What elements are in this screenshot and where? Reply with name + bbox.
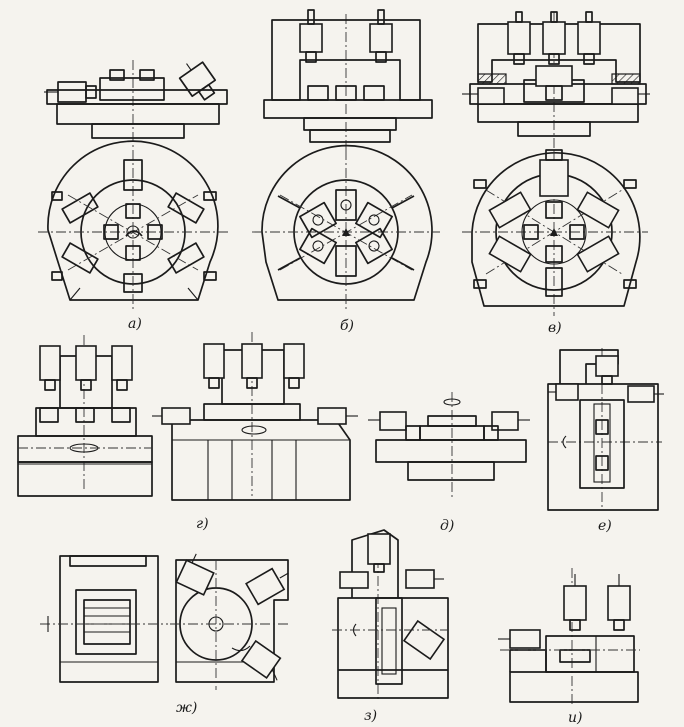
- panel-d-machine: [368, 392, 530, 498]
- panel-b-right-spindle: [369, 9, 393, 63]
- panel-i-machine: [498, 568, 640, 706]
- panel-b-side-view: [263, 9, 433, 150]
- panel-v-plan-view: [462, 149, 648, 316]
- panel-g-right-machine: [152, 332, 358, 501]
- panel-zh-front-view: [40, 555, 168, 683]
- label-i: и): [568, 710, 582, 726]
- label-e: е): [598, 518, 612, 534]
- label-zh: ж): [176, 700, 197, 716]
- label-d: д): [440, 518, 454, 534]
- panel-b-plan-view: [252, 144, 440, 312]
- label-a: а): [128, 316, 142, 332]
- panel-e-machine: [547, 348, 664, 511]
- panel-g-left-machine: [17, 335, 153, 497]
- panel-a-left-spindle-unit: [44, 81, 97, 103]
- panel-a-side-view: [44, 60, 228, 150]
- label-g: г): [196, 516, 209, 532]
- panel-z-machine: [332, 529, 449, 702]
- panel-v-spindle-2: [542, 11, 566, 65]
- panel-v-right-horizontal-spindle: [611, 87, 650, 105]
- label-z: з): [364, 708, 377, 724]
- label-v: в): [548, 320, 562, 336]
- panel-b-left-spindle: [299, 9, 323, 63]
- panel-a-plan-view: [38, 140, 228, 312]
- panel-v-left-horizontal-spindle: [462, 87, 505, 105]
- panel-a-angled-spindle-unit: [178, 61, 217, 101]
- panel-v-spindle-3: [577, 11, 601, 65]
- panel-v-spindle-1: [507, 11, 531, 65]
- panel-zh-side-view: [170, 553, 290, 690]
- label-b: б): [340, 318, 354, 334]
- panel-v-side-view: [462, 11, 650, 150]
